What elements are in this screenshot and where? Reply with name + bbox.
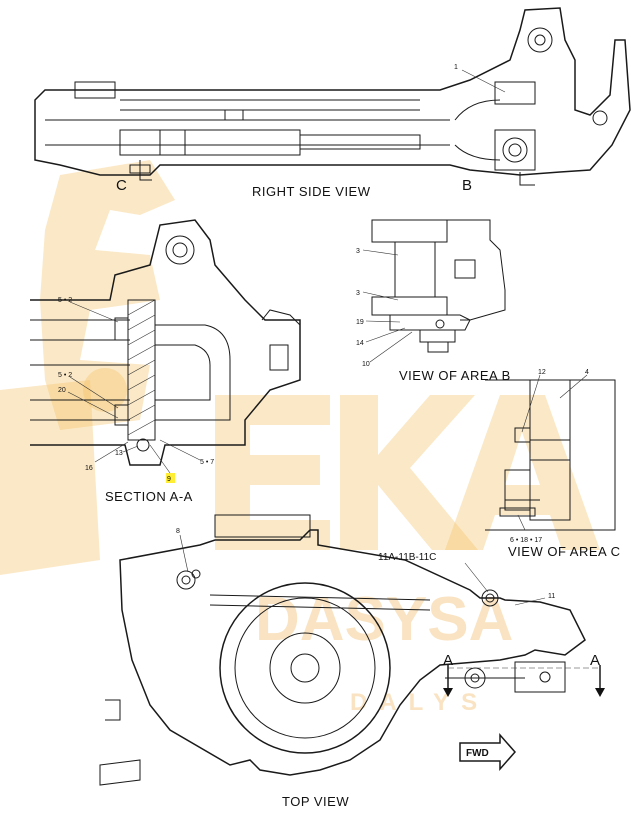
area-b-caption: VIEW OF AREA B <box>399 368 511 383</box>
callout-11abc: 11A-11B-11C <box>378 552 436 563</box>
callout-16: 16 <box>85 465 93 472</box>
view-area-b: 3 3 19 14 10 VIEW OF AREA B <box>356 219 511 383</box>
area-c-callout-bottom: 6 • 18 • 17 <box>510 537 542 544</box>
area-c-callout-12: 12 <box>538 369 546 376</box>
callout-9: 9 <box>167 476 171 483</box>
callout-5-7: 5 • 7 <box>200 459 214 466</box>
marker-c: C <box>116 177 127 194</box>
right-side-view-caption: RIGHT SIDE VIEW <box>252 184 371 199</box>
watermark: DASYSA DALYS <box>0 160 600 716</box>
area-b-callout-1: 3 <box>356 248 360 255</box>
area-c-caption: VIEW OF AREA C <box>508 544 620 559</box>
area-b-callout-3: 19 <box>356 319 364 326</box>
marker-a-left: A <box>443 652 453 669</box>
view-area-c: 12 4 6 • 18 • 17 VIEW OF AREA C <box>485 369 620 559</box>
fwd-arrow-icon <box>459 733 517 771</box>
callout-20: 20 <box>58 387 66 394</box>
area-c-callout-4: 4 <box>585 369 589 376</box>
section-aa-caption: SECTION A-A <box>105 489 193 504</box>
callout-1: 1 <box>454 64 458 71</box>
area-b-callout-4: 14 <box>356 340 364 347</box>
callout-13: 13 <box>115 450 123 457</box>
top-view-caption: TOP VIEW <box>282 794 349 809</box>
callout-5-2-top: 5 • 2 <box>58 297 72 304</box>
marker-a-right: A <box>590 652 600 669</box>
watermark-brand: DASYSA <box>255 585 513 654</box>
top-view: A A 8 11A-11B-11C 11 FWD TOP VIEW <box>99 514 605 809</box>
callout-9-highlight <box>166 473 175 483</box>
fwd-label: FWD <box>466 748 489 759</box>
right-side-view: 1 C B RIGHT SIDE VIEW <box>34 7 631 199</box>
callout-11: 11 <box>548 593 555 600</box>
callout-8: 8 <box>176 528 180 535</box>
marker-b: B <box>462 177 472 194</box>
watermark-sub: DALYS <box>350 689 489 716</box>
area-b-callout-2: 3 <box>356 290 360 297</box>
section-aa: 5 • 2 5 • 2 20 16 13 9 5 • 7 SECTION A-A <box>30 219 301 504</box>
callout-5-2-mid: 5 • 2 <box>58 372 72 379</box>
area-b-callout-5: 10 <box>362 361 370 368</box>
